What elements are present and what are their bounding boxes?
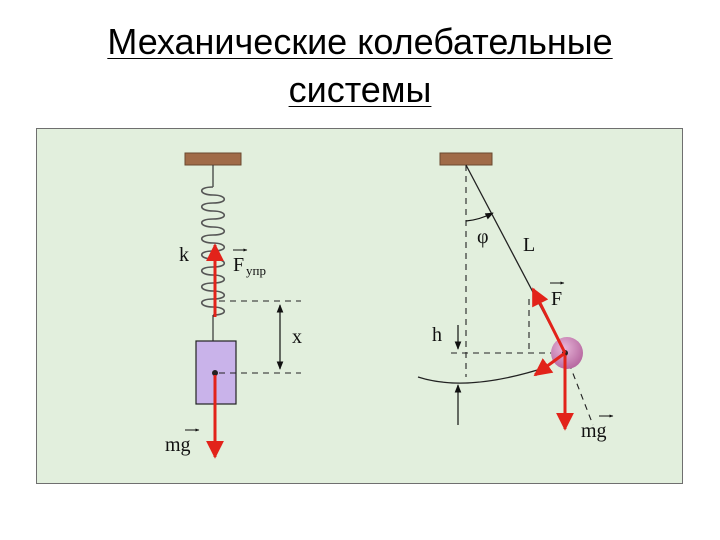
tangential-force-letter: F [551,288,562,310]
spring-pendulum: k F упр x mg [165,152,302,459]
spring-weight-text: mg [165,434,191,456]
angle-phi-label: φ [477,226,489,248]
displacement-x-label: x [292,326,302,348]
spring-constant-label: k [179,244,189,266]
pendulum-diagram: k F упр x mg φ L F [165,152,614,459]
tangential-force-label: F [550,281,565,310]
spring-coil [200,186,226,316]
pendulum-weight-label: mg [581,414,614,442]
math-pendulum: φ L F h mg [417,152,614,442]
length-l-label: L [523,234,535,256]
slide-title: Механические колебательные системы [0,18,720,114]
block-center-dot [212,370,218,376]
elastic-force-letter: F [233,254,244,276]
angle-arc [465,212,494,222]
pendulum-weight-text: mg [581,420,607,442]
slide-title-line-2: системы [288,69,432,110]
swing-arc [417,366,548,384]
slide-title-line-1: Механические колебательные [107,21,613,62]
string-tension-arrow [533,351,566,377]
height-h-label: h [432,324,442,346]
spring-weight-label: mg [165,428,200,456]
figure-panel: k F упр x mg φ L F [36,128,683,484]
tangential-force-arrow [531,287,567,354]
spring-ceiling [184,152,242,166]
pendulum-ceiling [439,152,493,166]
elastic-force-subscript: упр [246,263,266,278]
elastic-force-label: F упр [233,248,266,278]
